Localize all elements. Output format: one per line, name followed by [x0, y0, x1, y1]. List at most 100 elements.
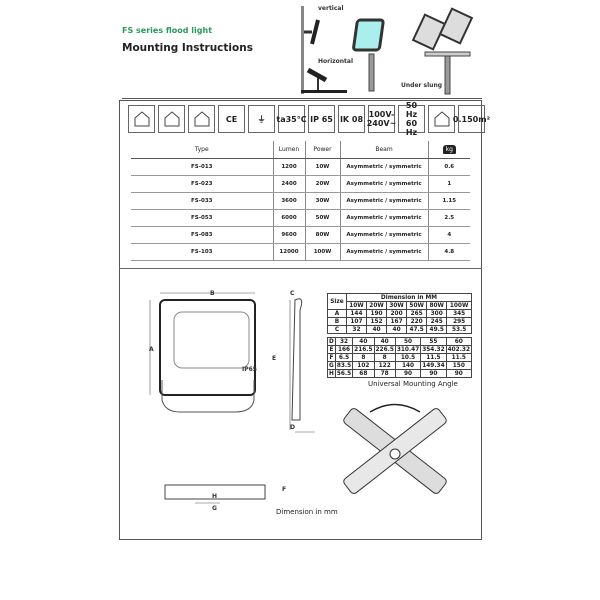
dimension-cell: G [327, 361, 336, 370]
power-header: 10W [345, 301, 367, 310]
table-cell: Asymmetric / symmetric [339, 226, 428, 244]
wall-mount-icon [158, 105, 185, 133]
table-cell: Asymmetric / symmetric [339, 192, 428, 210]
dimension-cell: A [327, 309, 347, 318]
horizontal-label: Horizontal [318, 58, 354, 65]
dim-label-h: H [212, 493, 218, 500]
table-cell: 100W [304, 243, 340, 261]
table-cell: 1200 [272, 158, 305, 176]
col-beam: Beam [339, 141, 428, 159]
ce-mark-icon: CE [218, 105, 245, 133]
dimension-cell: 10.5 [394, 353, 422, 362]
wind-area-icon: 0.150m² [453, 105, 490, 133]
table-cell: FS-053 [131, 209, 273, 227]
dimension-cell: 11.5 [420, 353, 447, 362]
dim-label-f: F [282, 486, 287, 493]
dimension-cell: 295 [446, 317, 472, 326]
dimension-cell: B [327, 317, 347, 326]
dimension-cell: 49.5 [426, 325, 448, 334]
dimension-cell: 8 [352, 353, 375, 362]
temperature-icon: ta35°C [276, 105, 307, 133]
dimension-cell: 152 [365, 317, 388, 326]
table-cell: 4 [427, 226, 470, 244]
earth-ground-icon: ⏚ [248, 105, 275, 133]
dimension-cell: 300 [426, 309, 448, 318]
col-lumen: Lumen [272, 141, 305, 159]
dimension-cell: 83.5 [334, 361, 354, 370]
col-type: Type [131, 141, 273, 159]
dimension-cell: 68 [352, 369, 375, 378]
dimension-cell: 40 [352, 337, 375, 346]
table-cell: Asymmetric / symmetric [339, 243, 428, 261]
table-cell: Asymmetric / symmetric [339, 175, 428, 193]
voltage-icon: 100V- 240V~ [367, 105, 396, 133]
dimension-cell: 90 [420, 369, 447, 378]
mounting-angle-drawing [343, 403, 447, 494]
dimension-cell: 354.32 [420, 345, 447, 354]
table-cell: 4.8 [427, 243, 470, 261]
dimension-cell: 200 [386, 309, 408, 318]
table-cell: FS-013 [131, 158, 273, 176]
table-cell: 6000 [272, 209, 305, 227]
dimension-cell: 47.5 [406, 325, 428, 334]
dimension-cell: 90 [445, 369, 473, 378]
dimension-cell: F [327, 353, 336, 362]
dimension-cell: 166 [334, 345, 354, 354]
table-cell: 9600 [272, 226, 305, 244]
page-title: Mounting Instructions [122, 42, 253, 54]
weight-icon: kg [427, 141, 470, 159]
table-cell: 0.6 [427, 158, 470, 176]
dimension-cell: 140 [394, 361, 422, 370]
table-cell: 2400 [272, 175, 305, 193]
mounting-illustrations [301, 6, 474, 95]
dimension-cell: 190 [365, 309, 388, 318]
dim-label-a: A [149, 346, 154, 353]
dimension-caption: Dimension in mm [276, 508, 338, 516]
table-cell: 2.5 [427, 209, 470, 227]
power-header: 20W [365, 301, 388, 310]
dimension-cell: 6.5 [334, 353, 354, 362]
table-cell: 1 [427, 175, 470, 193]
dimension-cell: H [327, 369, 336, 378]
ip65-label: IP65 [242, 366, 257, 373]
col-power: Power [304, 141, 340, 159]
spec-frame [119, 100, 482, 540]
power-header: 100W [446, 301, 472, 310]
table-cell: FS-033 [131, 192, 273, 210]
table-cell: FS-103 [131, 243, 273, 261]
dimension-cell: 60 [445, 337, 473, 346]
power-header: 50W [406, 301, 428, 310]
dimension-cell: 149.34 [420, 361, 447, 370]
table-cell: 80W [304, 226, 340, 244]
indoor-outdoor-icon [128, 105, 155, 133]
dimension-cell: 402.32 [445, 345, 473, 354]
dimension-cell: 144 [345, 309, 367, 318]
dimension-cell: C [327, 325, 347, 334]
dimension-cell: 50 [394, 337, 422, 346]
dimension-title: Dimension in MM [345, 293, 473, 302]
size-header: Size [327, 293, 347, 310]
dimension-cell: 40 [373, 337, 396, 346]
under-slung-label: Under slung [401, 82, 443, 89]
dimension-cell: 56.5 [334, 369, 354, 378]
table-cell: Asymmetric / symmetric [339, 158, 428, 176]
dimension-cell: 53.5 [446, 325, 472, 334]
dimension-cell: E [327, 345, 336, 354]
dimension-cell: 216.5 [352, 345, 375, 354]
ik-rating-icon: IK 08 [338, 105, 365, 133]
mounting-angle-caption: Universal Mounting Angle [368, 380, 458, 388]
table-cell: FS-083 [131, 226, 273, 244]
